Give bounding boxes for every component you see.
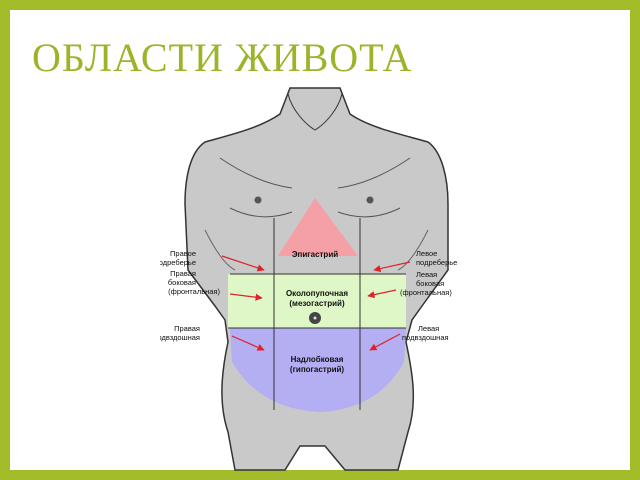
- label-right-lateral-3: (фронтальная): [168, 287, 220, 296]
- arrow-left-iliac: [369, 333, 401, 351]
- label-umbilical-2: (мезогастрий): [289, 299, 345, 308]
- region-epigastric: [278, 198, 358, 256]
- arrow-left-lateral: [367, 289, 397, 299]
- label-epigastric: Эпигастрий: [292, 250, 338, 259]
- label-umbilical-1: Околопупочная: [286, 289, 348, 298]
- nipple-left: [366, 196, 374, 204]
- label-hypogastric-1: Надлобковая: [291, 355, 344, 364]
- label-right-iliac-2: подвздошная: [160, 333, 200, 342]
- arrow-right-hypochondrium: [221, 255, 265, 272]
- label-left-hypochondrium-2: подреберье: [416, 258, 457, 267]
- arrow-right-iliac: [231, 335, 265, 351]
- arrow-left-hypochondrium: [373, 261, 411, 273]
- label-left-lateral-1: Левая: [416, 270, 437, 279]
- label-right-iliac-1: Правая: [174, 324, 200, 333]
- label-right-hypochondrium-2: подреберье: [160, 258, 196, 267]
- label-right-lateral-2: боковая: [168, 278, 196, 287]
- abdomen-diagram: Эпигастрий Околопупочная (мезогастрий) Н…: [160, 87, 457, 471]
- region-hypochondrium-right: [236, 230, 278, 256]
- label-left-iliac-2: подвздошная: [402, 333, 449, 342]
- label-left-lateral-2: боковая: [416, 279, 444, 288]
- arrow-right-lateral: [229, 293, 263, 301]
- label-hypogastric-2: (гипогастрий): [290, 365, 345, 374]
- label-right-hypochondrium-1: Правое: [170, 249, 196, 258]
- slide-title: ОБЛАСТИ ЖИВОТА: [32, 35, 413, 80]
- label-left-iliac-1: Левая: [418, 324, 439, 333]
- label-left-lateral-3: (фронтальная): [400, 288, 452, 297]
- label-right-lateral-1: Правая: [170, 269, 196, 278]
- nipple-right: [254, 196, 262, 204]
- label-left-hypochondrium-1: Левое: [416, 249, 437, 258]
